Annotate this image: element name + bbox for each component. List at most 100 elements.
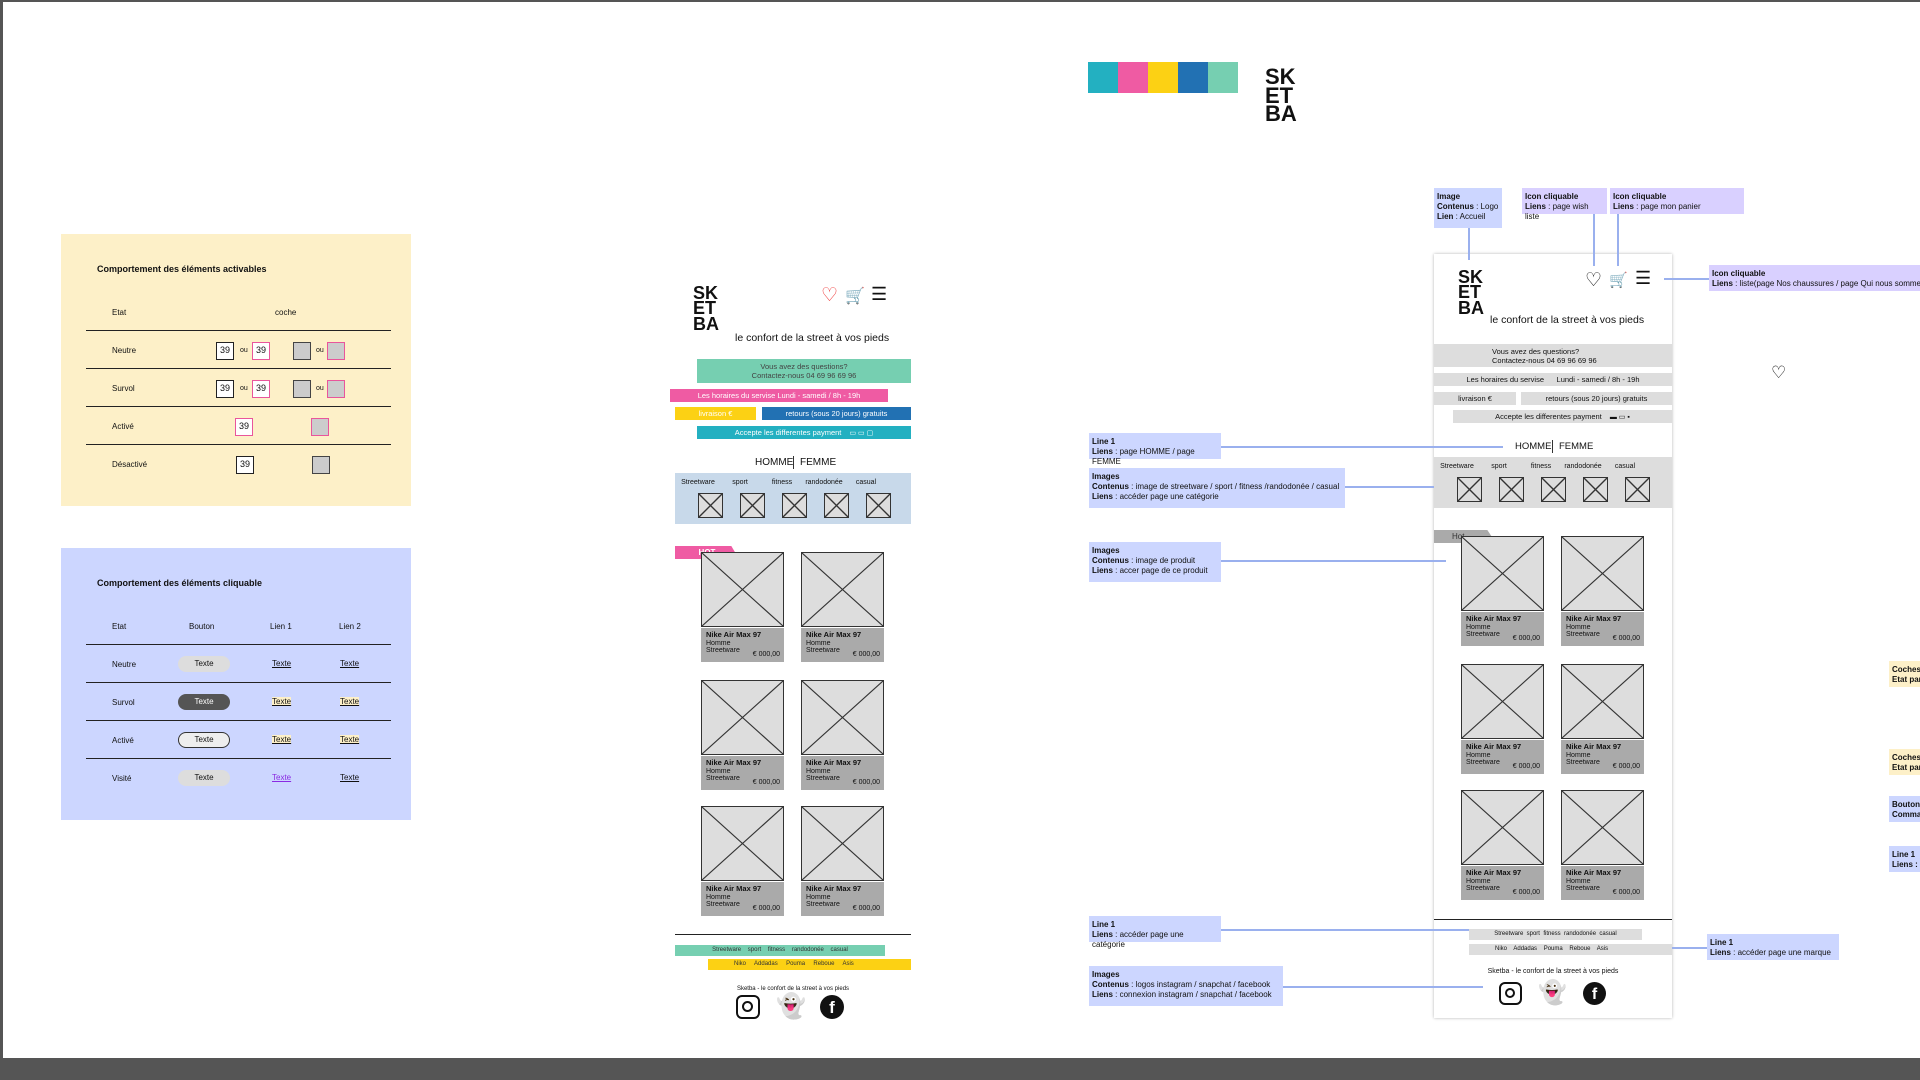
instagram-icon[interactable]	[736, 995, 760, 1019]
cart-icon[interactable]: 🛒	[845, 288, 865, 305]
footer-category-link[interactable]: sport	[747, 947, 762, 953]
checkbox-neutral-empty-alt[interactable]	[327, 342, 345, 360]
nav-homme-link[interactable]: HOMME	[1515, 441, 1552, 452]
product-image[interactable]	[701, 680, 784, 755]
checkbox-neutral-empty[interactable]	[293, 342, 311, 360]
link2-active[interactable]: Texte	[340, 735, 360, 744]
product-image[interactable]	[1461, 790, 1544, 865]
category-image[interactable]	[1457, 477, 1482, 502]
nav-femme-link[interactable]: FEMME	[800, 457, 837, 468]
facebook-icon[interactable]: f	[1583, 982, 1606, 1005]
checkbox-hover[interactable]: 39	[216, 380, 234, 398]
heart-icon[interactable]: ♡	[1771, 363, 1787, 382]
checkbox-neutral[interactable]: 39	[216, 342, 234, 360]
product-image[interactable]	[1461, 664, 1544, 739]
checkbox-hover-empty[interactable]	[293, 380, 311, 398]
footer-category-link[interactable]: sport	[1526, 931, 1540, 937]
product-image[interactable]	[801, 806, 884, 881]
footer-category-link[interactable]: Streetware	[1494, 931, 1524, 937]
product-image[interactable]	[701, 806, 784, 881]
heart-icon[interactable]: ♡	[1585, 270, 1603, 291]
checkbox-neutral-alt[interactable]: 39	[252, 342, 270, 360]
footer-brand-link[interactable]: Niko	[1495, 946, 1508, 952]
checkbox-hover-empty-alt[interactable]	[327, 380, 345, 398]
brand-logo-large[interactable]: SK ET BA	[1265, 66, 1297, 125]
footer-brand-link[interactable]: Reboue	[1569, 946, 1591, 952]
instagram-icon[interactable]	[1499, 982, 1522, 1005]
swatch-mint[interactable]	[1208, 62, 1238, 93]
brand-logo[interactable]: SK ET BA	[693, 284, 719, 333]
footer-brand-link[interactable]: Pouma	[1543, 946, 1563, 952]
button-neutral[interactable]: Texte	[178, 656, 230, 672]
category-image[interactable]	[1499, 477, 1524, 502]
footer-category-link[interactable]: fitness	[767, 947, 786, 953]
swatch-pink[interactable]	[1118, 62, 1148, 93]
checkbox-hover-alt[interactable]: 39	[252, 380, 270, 398]
footer-category-link[interactable]: randodonée	[1564, 931, 1597, 937]
link2-neutral[interactable]: Texte	[340, 659, 360, 668]
footer-brand-link[interactable]: Reboue	[813, 961, 835, 967]
snapchat-icon[interactable]: 👻	[1538, 979, 1567, 1005]
footer-brand-link[interactable]: Addadas	[1513, 946, 1538, 952]
product-image[interactable]	[801, 680, 884, 755]
checkbox-active[interactable]: 39	[235, 418, 253, 436]
checkbox-active-empty[interactable]	[311, 418, 329, 436]
heart-icon[interactable]: ♡	[821, 285, 839, 306]
cart-icon[interactable]: 🛒	[1609, 272, 1628, 289]
category-image[interactable]	[782, 493, 807, 518]
footer-category-link[interactable]: randodonée	[791, 947, 824, 953]
footer-category-link[interactable]: Streetware	[712, 947, 742, 953]
product-image[interactable]	[801, 552, 884, 627]
link2-hover[interactable]: Texte	[340, 697, 360, 706]
menu-icon[interactable]: ☰	[871, 284, 888, 304]
footer-category-link[interactable]: fitness	[1543, 931, 1561, 937]
footer-brand-link[interactable]: Asis	[842, 961, 854, 967]
category-image[interactable]	[824, 493, 849, 518]
footer-brand-link[interactable]: Niko	[734, 961, 747, 967]
nav-homme-link[interactable]: HOMME	[755, 457, 794, 468]
product-image[interactable]	[1461, 536, 1544, 611]
button-active[interactable]: Texte	[178, 732, 230, 748]
menu-icon[interactable]: ☰	[1635, 268, 1652, 288]
link1-hover[interactable]: Texte	[272, 697, 292, 706]
nav-femme-link[interactable]: FEMME	[1559, 441, 1594, 452]
brand-logo[interactable]: SK ET BA	[1458, 268, 1484, 317]
link1-active[interactable]: Texte	[272, 735, 292, 744]
swatch-teal[interactable]	[1088, 62, 1118, 93]
category-image[interactable]	[740, 493, 765, 518]
category-image[interactable]	[1625, 477, 1650, 502]
category-image[interactable]	[866, 493, 891, 518]
footer-brand-link[interactable]: Asis	[1596, 946, 1609, 952]
button-hover[interactable]: Texte	[178, 694, 230, 710]
footer-brand-link[interactable]: Addadas	[754, 961, 778, 967]
product-image[interactable]	[1561, 536, 1644, 611]
product-image[interactable]	[1561, 790, 1644, 865]
product-image[interactable]	[1561, 664, 1644, 739]
category-image[interactable]	[698, 493, 723, 518]
link1-visited[interactable]: Texte	[272, 773, 292, 782]
link2-visited[interactable]: Texte	[340, 773, 360, 782]
footer-category-link[interactable]: casual	[1599, 931, 1617, 937]
product-image[interactable]	[701, 552, 784, 627]
swatch-blue[interactable]	[1178, 62, 1208, 93]
swatch-yellow[interactable]	[1148, 62, 1178, 93]
category-image[interactable]	[1583, 477, 1608, 502]
footer-category-link[interactable]: casual	[830, 947, 848, 953]
snapchat-icon[interactable]: 👻	[776, 993, 806, 1020]
button-visited[interactable]: Texte	[178, 770, 230, 786]
category-image[interactable]	[1541, 477, 1566, 502]
footer-brand-link[interactable]: Pouma	[786, 961, 806, 967]
link1-neutral[interactable]: Texte	[272, 659, 292, 668]
